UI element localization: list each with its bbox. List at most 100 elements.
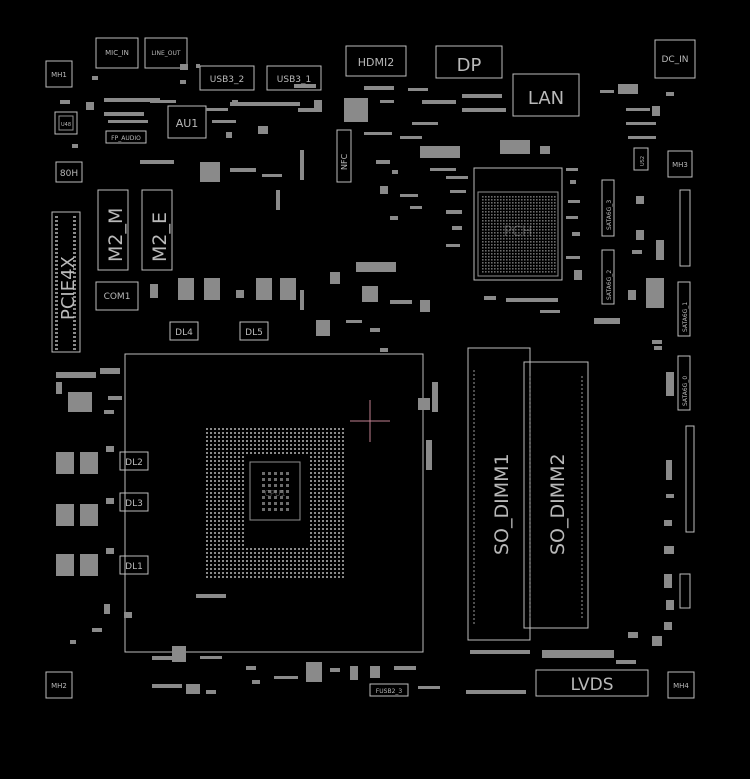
- pad: [497, 199, 499, 201]
- pad: [506, 250, 508, 252]
- pad: [521, 256, 523, 258]
- pad: [310, 444, 312, 446]
- pad: [210, 440, 212, 442]
- pad: [342, 552, 344, 554]
- pad: [210, 484, 212, 486]
- pad: [524, 214, 526, 216]
- pad: [234, 532, 236, 534]
- pad: [206, 472, 208, 474]
- pad: [338, 552, 340, 554]
- pad: [548, 196, 550, 198]
- pad: [330, 544, 332, 546]
- pad: [266, 444, 268, 446]
- pad: [494, 229, 496, 231]
- pad: [290, 444, 292, 446]
- pad: [503, 223, 505, 225]
- pad: [326, 464, 328, 466]
- pad: [509, 205, 511, 207]
- pad: [506, 298, 558, 302]
- pad: [497, 238, 499, 240]
- pad: [494, 232, 496, 234]
- pad: [286, 478, 289, 481]
- pad: [226, 572, 228, 574]
- pad: [210, 492, 212, 494]
- pad: [254, 576, 256, 578]
- pad: [270, 576, 272, 578]
- pad: [302, 440, 304, 442]
- pad: [536, 232, 538, 234]
- pad: [545, 226, 547, 228]
- pad: [551, 259, 553, 261]
- pad: [506, 271, 508, 273]
- pad: [338, 572, 340, 574]
- pad: [330, 456, 332, 458]
- pad: [230, 480, 232, 482]
- pad: [500, 202, 502, 204]
- pad: [310, 432, 312, 434]
- pad: [485, 202, 487, 204]
- pad: [250, 428, 252, 430]
- pad: [258, 436, 260, 438]
- pad: [527, 199, 529, 201]
- pad: [482, 205, 484, 207]
- pad: [214, 468, 216, 470]
- pad: [152, 656, 172, 660]
- pad: [524, 196, 526, 198]
- pad: [214, 524, 216, 526]
- pad: [298, 556, 300, 558]
- so-dimm1-label: SO_DIMM1: [491, 453, 513, 555]
- pad: [214, 432, 216, 434]
- pad: [548, 226, 550, 228]
- pad: [206, 492, 208, 494]
- pad: [500, 250, 502, 252]
- hdmi2-connector: HDMI2: [345, 45, 407, 77]
- pad: [274, 472, 277, 475]
- pad: [210, 488, 212, 490]
- pad: [512, 256, 514, 258]
- pad: [222, 468, 224, 470]
- pad: [334, 540, 336, 542]
- pad: [238, 456, 240, 458]
- pad: [539, 220, 541, 222]
- pad: [545, 244, 547, 246]
- pad: [298, 548, 300, 550]
- pad: [506, 256, 508, 258]
- pad: [242, 500, 244, 502]
- pad: [515, 247, 517, 249]
- pad: [290, 568, 292, 570]
- pad: [488, 220, 490, 222]
- pad: [554, 253, 556, 255]
- pad: [278, 548, 280, 550]
- pad: [298, 560, 300, 562]
- pad: [222, 484, 224, 486]
- pad: [262, 428, 264, 430]
- pad: [326, 564, 328, 566]
- pad: [318, 476, 320, 478]
- pad: [494, 196, 496, 198]
- pad: [73, 300, 76, 302]
- pad: [314, 528, 316, 530]
- pad: [509, 238, 511, 240]
- pad: [310, 476, 312, 478]
- pad: [314, 520, 316, 522]
- pad: [218, 532, 220, 534]
- pad: [310, 524, 312, 526]
- pad: [55, 248, 58, 250]
- pad: [314, 576, 316, 578]
- pad: [73, 324, 76, 326]
- pad: [302, 564, 304, 566]
- pad: [258, 576, 260, 578]
- pad: [506, 208, 508, 210]
- pad: [330, 572, 332, 574]
- pad: [242, 536, 244, 538]
- pad: [282, 428, 284, 430]
- pad: [551, 256, 553, 258]
- pad: [326, 436, 328, 438]
- pad: [206, 428, 208, 430]
- pad: [485, 262, 487, 264]
- pad: [250, 576, 252, 578]
- pad: [491, 265, 493, 267]
- pad: [246, 440, 248, 442]
- pad: [652, 340, 662, 344]
- pad: [258, 428, 260, 430]
